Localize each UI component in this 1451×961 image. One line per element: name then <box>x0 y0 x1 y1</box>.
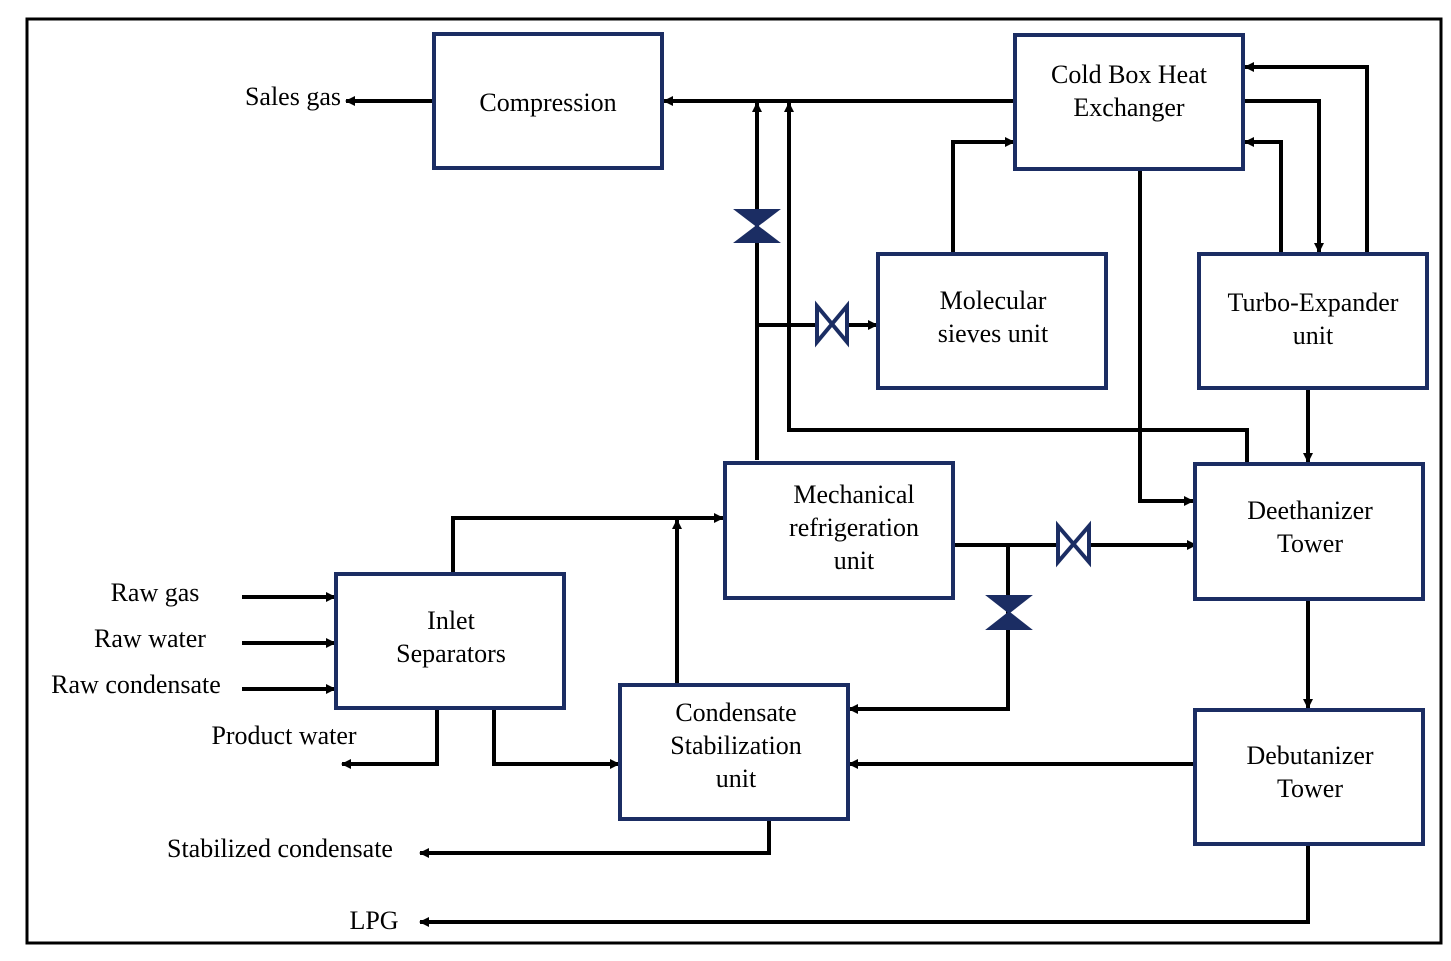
flow-coldbox-to-deethanizer <box>1138 170 1194 506</box>
unit-molecular-sieves-line: Molecular <box>940 286 1047 315</box>
stream-label-raw-gas: Raw gas <box>111 578 200 607</box>
stream-label-lpg: LPG <box>349 906 398 935</box>
diagram-frame <box>25 17 1443 945</box>
unit-cold-box-heat-exchanger: Cold Box Heat Exchanger <box>1013 33 1245 171</box>
unit-inlet-separators-line: Separators <box>396 639 506 668</box>
unit-turbo-expander-line: Turbo-Expander <box>1228 288 1399 317</box>
stream-label-product-water: Product water <box>211 721 356 750</box>
unit-inlet-separators-line: Inlet <box>427 606 475 635</box>
unit-compression: Compression <box>432 32 664 170</box>
unit-cold-box-line: Exchanger <box>1073 93 1185 122</box>
unit-debutanizer-line: Debutanizer <box>1246 741 1373 770</box>
valves <box>733 209 1091 630</box>
stream-label-raw-condensate: Raw condensate <box>51 670 221 699</box>
unit-turbo-expander-line: unit <box>1293 321 1334 350</box>
unit-molecular-sieves: Molecular sieves unit <box>876 252 1108 390</box>
stream-label-stabilized-condensate: Stabilized condensate <box>167 834 393 863</box>
valve-open-icon <box>1056 520 1091 568</box>
unit-mech-refrig-line: refrigeration <box>789 513 919 542</box>
flow-product-water <box>341 709 439 769</box>
unit-mech-refrig-line: unit <box>834 546 875 575</box>
valve-open-icon <box>815 300 849 348</box>
flow-inlet-to-condensate <box>492 709 620 769</box>
unit-cold-box-line: Cold Box Heat <box>1051 60 1208 89</box>
unit-turbo-expander: Turbo-Expander unit <box>1197 252 1429 390</box>
unit-compression-line: Compression <box>479 88 616 117</box>
stream-labels: Sales gas Raw gas Raw water Raw condensa… <box>51 82 398 935</box>
flow-inlet-to-mechrefrig <box>451 513 724 573</box>
flow-molsieves-to-coldbox <box>951 137 1015 253</box>
unit-mech-refrig-line: Mechanical <box>793 480 914 509</box>
stream-label-sales-gas: Sales gas <box>245 82 341 111</box>
unit-deethanizer-line: Deethanizer <box>1247 496 1373 525</box>
valve-closed-icon <box>733 209 781 243</box>
unit-molecular-sieves-line: sieves unit <box>938 319 1049 348</box>
flow-turbo-to-coldbox-inner <box>1244 137 1283 253</box>
unit-condensate-stabilization: Condensate Stabilization unit <box>618 683 850 821</box>
valve-closed-icon <box>985 595 1033 630</box>
unit-condensate-line: Stabilization <box>670 731 801 760</box>
unit-mechanical-refrigeration: Mechanical refrigeration unit <box>723 461 955 600</box>
unit-condensate-line: unit <box>716 764 757 793</box>
flow-to-stabilized-condensate <box>419 818 771 858</box>
unit-debutanizer-tower: Debutanizer Tower <box>1193 708 1425 846</box>
unit-debutanizer-line: Tower <box>1277 774 1343 803</box>
unit-inlet-separators: Inlet Separators <box>334 572 566 710</box>
unit-deethanizer-tower: Deethanizer Tower <box>1193 462 1425 601</box>
flow-deethanizer-overhead <box>784 102 1249 462</box>
unit-condensate-line: Condensate <box>675 698 796 727</box>
flow-coldbox-to-turbo <box>1243 99 1324 253</box>
flow-debutanizer-to-lpg <box>419 845 1310 927</box>
flow-turbo-to-coldbox-outer <box>1244 62 1369 253</box>
stream-label-raw-water: Raw water <box>94 624 206 653</box>
unit-deethanizer-line: Tower <box>1277 529 1343 558</box>
